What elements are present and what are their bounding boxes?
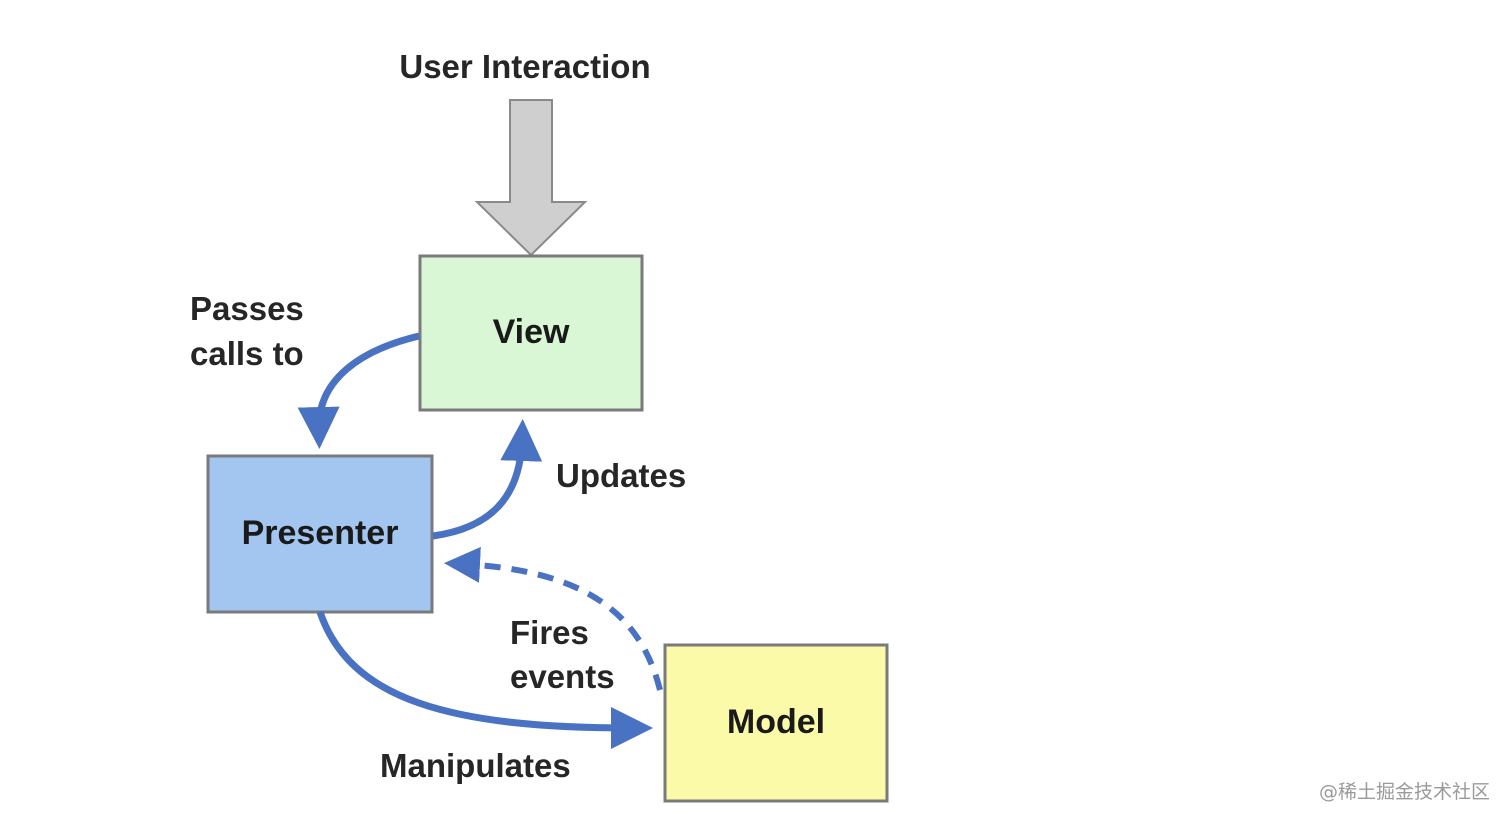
fires-events-arrow [444, 546, 663, 691]
presenter-label: Presenter [242, 514, 399, 552]
fires-events-label-line2: events [510, 658, 615, 695]
passes-calls-to-label: Passes calls to [190, 290, 313, 372]
user-interaction-arrow [474, 99, 588, 257]
passes-calls-to-label-line1: Passes [190, 290, 304, 327]
view-label: View [493, 313, 570, 351]
model-label: Model [727, 703, 825, 741]
passes-calls-to-arrow [297, 332, 420, 449]
model-node: Model [663, 643, 889, 803]
model-box [663, 643, 889, 803]
fires-events-label-line1: Fires [510, 614, 589, 651]
view-box [418, 254, 644, 412]
updates-arrow [432, 419, 543, 540]
presenter-box [206, 454, 434, 614]
view-node: View [418, 254, 644, 412]
manipulates-label: Manipulates [380, 747, 571, 784]
fires-events-label: Fires events [510, 614, 615, 695]
passes-calls-to-label-line2: calls to [190, 335, 304, 372]
presenter-node: Presenter [206, 454, 434, 614]
watermark: @稀土掘金技术社区 [1318, 781, 1490, 803]
manipulates-arrow [316, 610, 653, 749]
updates-label: Updates [556, 457, 686, 494]
user-interaction-label: User Interaction [399, 48, 650, 85]
